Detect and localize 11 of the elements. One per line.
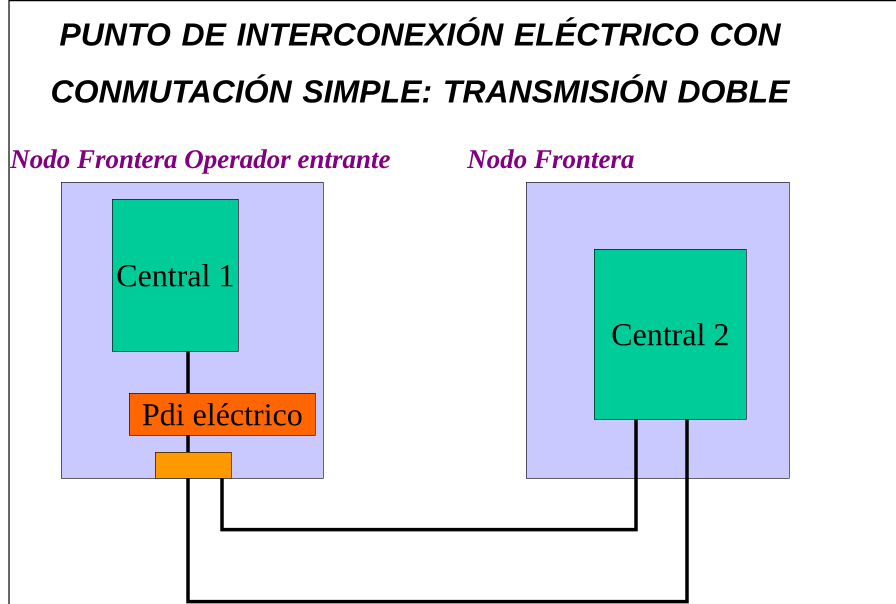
wire: [186, 420, 689, 604]
wire: [220, 420, 638, 532]
exchange-box: Central 2: [594, 249, 747, 420]
connector-box: [155, 452, 232, 479]
exchange-box: Central 1: [112, 199, 239, 352]
wire: [186, 436, 190, 452]
title: PUNTO DE INTERCONEXIÓN ELÉCTRICO CON CONMUTACIÓN SIMPLE: TRANSMISIÓN DOBLE: [52, 17, 790, 103]
node-heading: Nodo Frontera Operador entrante: [10, 149, 390, 174]
wire: [186, 352, 190, 393]
exchange-box: Pdi eléctrico: [129, 393, 316, 436]
node-heading: Nodo Frontera: [466, 149, 634, 168]
